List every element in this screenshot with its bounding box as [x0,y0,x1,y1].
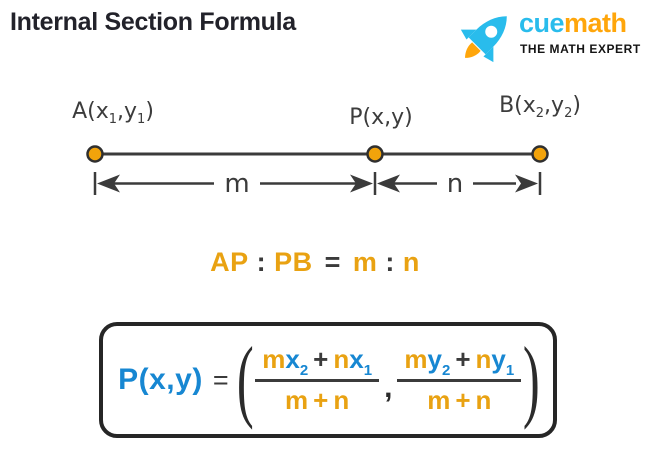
frac-x-x1: x1 [349,344,373,379]
formula-comma: , [384,371,393,404]
fraction-x-denominator: m+n [285,382,349,416]
frac-x-den-m: m [285,385,309,415]
formula-equals: = [212,364,229,395]
frac-x-n: n [333,344,350,374]
point-dot-a [86,145,104,163]
formula-lhs: P(x,y) [118,363,203,396]
brand-wordmark: cuemath [519,8,627,39]
frac-y-den-plus: + [455,385,471,415]
dim-n-arrow-left [377,174,400,193]
frac-y-n: n [475,344,492,374]
dim-m-arrow-left [97,174,120,193]
brand-math: math [564,8,627,38]
frac-y-y2: y2 [427,344,451,379]
frac-y-y1: y1 [491,344,515,379]
fraction-y-bar [397,379,522,382]
frac-y-plus: + [455,344,471,374]
brand-cue: cue [519,8,565,38]
ratio-n: n [402,247,420,277]
frac-x-den-plus: + [313,385,329,415]
rocket-icon [460,16,507,63]
frac-y-m: m [404,344,428,374]
dim-label-m: m [224,169,250,199]
point-label-b: B(x2,y2) [499,93,581,121]
dim-n-arrow-right [515,174,538,193]
fraction-y-denominator: m+n [427,382,491,416]
ratio-equation: AP:PB=m:n [0,247,630,278]
close-paren: ) [523,328,540,431]
dim-m-arrow-right [350,174,373,193]
dim-label-n: n [446,169,464,199]
ratio-colon-1: : [256,247,267,277]
frac-x-den-n: n [333,385,350,415]
ratio-ap: AP [210,247,249,277]
point-dot-p [366,145,384,163]
frac-x-plus: + [313,344,329,374]
point-label-a: A(x1,y1) [72,99,154,127]
cuemath-logo: cuemath THE MATH EXPERT [457,2,643,68]
point-dot-b [531,145,549,163]
frac-x-m: m [262,344,286,374]
ratio-pb: PB [274,247,313,277]
page-title: Internal Section Formula [10,8,296,36]
point-label-p: P(x,y) [349,105,413,130]
brand-tagline: THE MATH EXPERT [520,42,641,56]
frac-y-den-m: m [427,385,451,415]
frac-y-den-n: n [475,385,492,415]
ratio-colon-2: : [385,247,395,277]
frac-x-x2: x2 [285,344,309,379]
ratio-m: m [352,247,378,277]
ratio-equals: = [324,247,341,277]
fraction-x-bar [255,379,380,382]
open-paren: ( [236,328,254,431]
